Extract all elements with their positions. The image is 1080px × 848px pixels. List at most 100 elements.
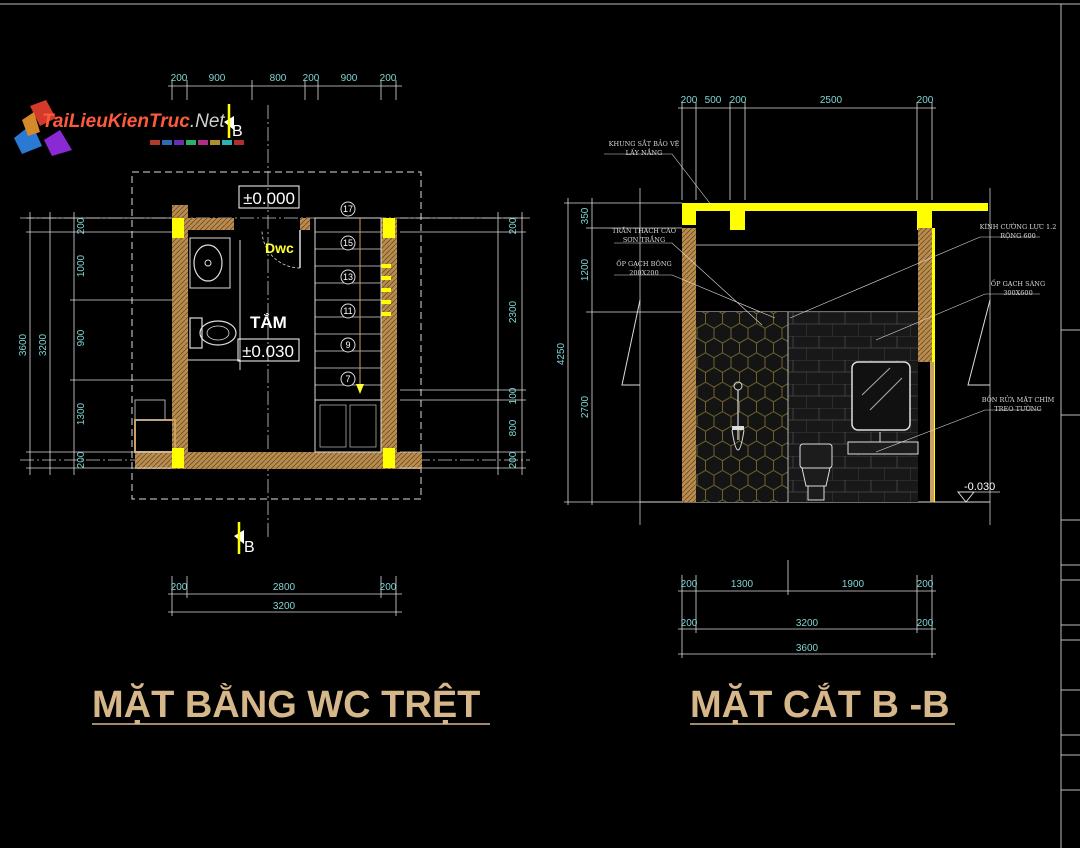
section-dims-left: 4250 350 1200 2700 xyxy=(556,207,591,418)
plan-title: MẶT BẰNG WC TRỆT xyxy=(92,682,480,726)
plan-dims-bottom: 200 2800 200 3200 xyxy=(171,582,397,612)
svg-text:KÍNH CƯỜNG LỰC 1.2: KÍNH CƯỜNG LỰC 1.2 xyxy=(980,222,1057,231)
svg-text:200: 200 xyxy=(76,217,87,234)
svg-text:200: 200 xyxy=(681,95,698,106)
sink-icon xyxy=(189,237,231,289)
svg-text:1200: 1200 xyxy=(580,258,591,281)
svg-text:300X600: 300X600 xyxy=(1003,289,1032,297)
plan-dims-top: 200 900 800 200 900 200 xyxy=(171,73,397,84)
section-mark-bottom: B xyxy=(234,522,255,556)
svg-text:ỐP GẠCH BÔNG: ỐP GẠCH BÔNG xyxy=(616,258,671,268)
hex-tile-wall xyxy=(696,312,788,502)
svg-text:200: 200 xyxy=(730,95,747,106)
room-name: TẮM xyxy=(250,313,287,332)
section-mark-top: B xyxy=(224,104,243,140)
under-stair-cabinet xyxy=(314,399,382,453)
svg-text:TRẦN THẠCH CAO: TRẦN THẠCH CAO xyxy=(612,225,676,235)
plan-dims-right: 200 2300 100 800 200 xyxy=(508,217,519,468)
stair-step-marker xyxy=(340,201,356,217)
svg-text:BỒN RỬA MẶT CHÌM: BỒN RỬA MẶT CHÌM xyxy=(982,394,1055,404)
svg-text:3600: 3600 xyxy=(18,333,29,356)
plan-dimension-lines xyxy=(26,80,526,616)
svg-text:LẤY NẮNG: LẤY NẮNG xyxy=(626,147,663,157)
svg-text:3200: 3200 xyxy=(273,601,296,612)
level-tag-room: ±0.030 xyxy=(237,338,300,362)
stair-step-marker xyxy=(340,303,356,319)
door-swing xyxy=(261,229,301,269)
svg-text:800: 800 xyxy=(508,419,519,436)
svg-text:200: 200 xyxy=(171,582,188,593)
stair-step-marker xyxy=(340,337,356,353)
stair-step-number: 15 xyxy=(343,238,353,248)
stair-step-marker xyxy=(340,235,356,251)
svg-text:2700: 2700 xyxy=(580,395,591,418)
dwc-label: Dwc xyxy=(265,240,294,256)
svg-text:200: 200 xyxy=(681,579,698,590)
stair-step-marker xyxy=(340,269,356,285)
svg-text:2500: 2500 xyxy=(820,95,843,106)
svg-text:-0.030: -0.030 xyxy=(964,481,995,493)
svg-text:TREO TƯỜNG: TREO TƯỜNG xyxy=(994,404,1041,413)
annotation-leaders xyxy=(604,153,1040,453)
roof-outline xyxy=(131,171,422,500)
break-mark-left xyxy=(621,299,641,386)
section-dims-bottom: 200 1300 1900 200 200 3200 200 3600 xyxy=(681,579,934,654)
svg-text:3200: 3200 xyxy=(38,333,49,356)
mirror-icon xyxy=(851,361,911,431)
stair-step-number: 7 xyxy=(345,374,350,384)
watermark-color-bar xyxy=(150,140,244,145)
shower-icon xyxy=(731,381,745,451)
svg-text:1900: 1900 xyxy=(842,579,865,590)
section-dims-top: 200 500 200 2500 200 xyxy=(681,95,934,106)
svg-text:±0.000: ±0.000 xyxy=(243,189,295,208)
svg-text:3200: 3200 xyxy=(796,618,819,629)
svg-text:900: 900 xyxy=(341,73,358,84)
svg-text:200X200: 200X200 xyxy=(629,269,658,277)
svg-text:200: 200 xyxy=(917,618,934,629)
svg-text:1000: 1000 xyxy=(76,254,87,277)
stair-step-marker xyxy=(340,371,356,387)
plan-dims-left: 3600 3200 200 1000 900 1300 200 xyxy=(18,217,87,468)
svg-text:SƠN TRẮNG: SƠN TRẮNG xyxy=(623,234,665,244)
svg-text:200: 200 xyxy=(508,217,519,234)
svg-text:500: 500 xyxy=(705,95,722,106)
level-tag-top: ±0.000 xyxy=(238,185,300,209)
toilet-icon xyxy=(189,317,237,349)
roof-slab xyxy=(682,203,988,211)
svg-text:3600: 3600 xyxy=(796,643,819,654)
section-wall-right xyxy=(918,228,932,362)
svg-text:200: 200 xyxy=(508,451,519,468)
svg-text:200: 200 xyxy=(681,618,698,629)
section-dimension-lines xyxy=(564,102,936,658)
svg-text:B: B xyxy=(232,123,243,140)
svg-text:200: 200 xyxy=(303,73,320,84)
svg-text:KHUNG SẮT BẢO VỆ: KHUNG SẮT BẢO VỆ xyxy=(609,138,680,148)
svg-text:ỐP GẠCH SÁNG: ỐP GẠCH SÁNG xyxy=(991,278,1045,288)
svg-text:900: 900 xyxy=(209,73,226,84)
watermark-brand: TaiLieuKienTruc.Net xyxy=(42,111,225,132)
watermark-logo: TaiLieuKienTruc.Net xyxy=(14,100,244,156)
sink-counter-icon xyxy=(847,432,919,455)
svg-text:200: 200 xyxy=(171,73,188,84)
svg-text:±0.030: ±0.030 xyxy=(242,342,294,361)
svg-text:200: 200 xyxy=(76,451,87,468)
svg-text:100: 100 xyxy=(508,387,519,404)
svg-text:1300: 1300 xyxy=(76,402,87,425)
logo-icon xyxy=(14,100,72,156)
stair-step-number: 11 xyxy=(343,306,352,316)
break-mark-right xyxy=(967,299,991,386)
svg-text:RỘNG 600: RỘNG 600 xyxy=(1000,231,1036,240)
svg-text:800: 800 xyxy=(270,73,287,84)
section-wall-left xyxy=(682,228,696,502)
svg-text:1300: 1300 xyxy=(731,579,754,590)
sheet-frame xyxy=(0,3,1080,848)
section-drawing: KHUNG SẮT BẢO VỆ LẤY NẮNG TRẦN THẠCH CAO… xyxy=(556,95,1056,726)
stair-window-marks xyxy=(381,264,391,316)
section-title: MẶT CẮT B -B xyxy=(690,682,950,726)
svg-text:200: 200 xyxy=(380,582,397,593)
svg-text:200: 200 xyxy=(917,95,934,106)
stair-step-number: 17 xyxy=(343,204,353,214)
